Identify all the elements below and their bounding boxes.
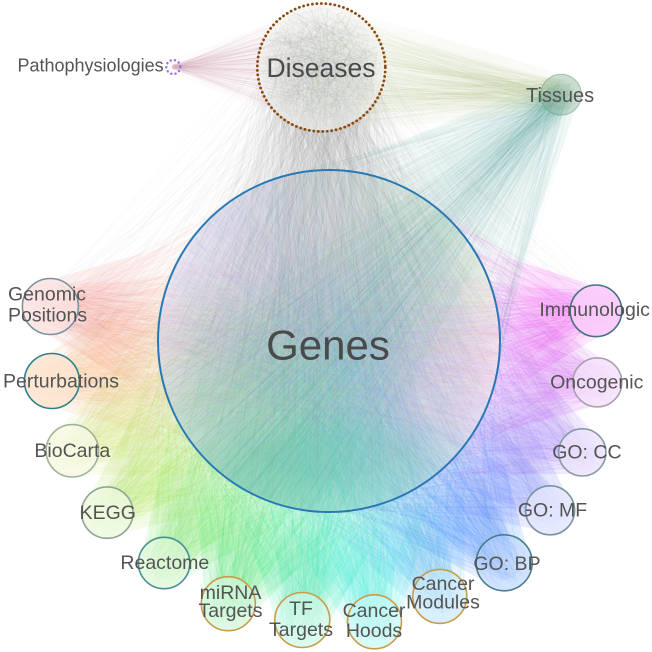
svg-text:Cancer: Cancer bbox=[343, 600, 406, 622]
svg-text:Oncogenic: Oncogenic bbox=[550, 372, 643, 394]
svg-text:Immunologic: Immunologic bbox=[539, 299, 650, 321]
svg-text:Hoods: Hoods bbox=[346, 620, 403, 642]
svg-text:Tissues: Tissues bbox=[526, 85, 594, 107]
svg-text:Cancer: Cancer bbox=[412, 573, 475, 595]
svg-text:Genomic: Genomic bbox=[8, 284, 86, 306]
svg-text:Positions: Positions bbox=[8, 305, 87, 327]
svg-text:GO: CC: GO: CC bbox=[552, 442, 621, 464]
svg-text:KEGG: KEGG bbox=[80, 502, 136, 524]
svg-text:Genes: Genes bbox=[266, 322, 390, 369]
svg-text:TF: TF bbox=[289, 598, 313, 620]
svg-text:Modules: Modules bbox=[406, 592, 480, 614]
svg-text:BioCarta: BioCarta bbox=[34, 440, 110, 462]
svg-text:Perturbations: Perturbations bbox=[3, 371, 119, 393]
svg-text:Pathophysiologies: Pathophysiologies bbox=[18, 56, 164, 76]
svg-text:Targets: Targets bbox=[269, 619, 333, 641]
svg-text:Reactome: Reactome bbox=[120, 552, 209, 574]
svg-text:Targets: Targets bbox=[199, 600, 263, 622]
svg-text:GO: BP: GO: BP bbox=[473, 553, 540, 575]
svg-text:Diseases: Diseases bbox=[267, 53, 376, 83]
svg-text:miRNA: miRNA bbox=[200, 582, 262, 604]
svg-text:GO: MF: GO: MF bbox=[518, 500, 587, 522]
